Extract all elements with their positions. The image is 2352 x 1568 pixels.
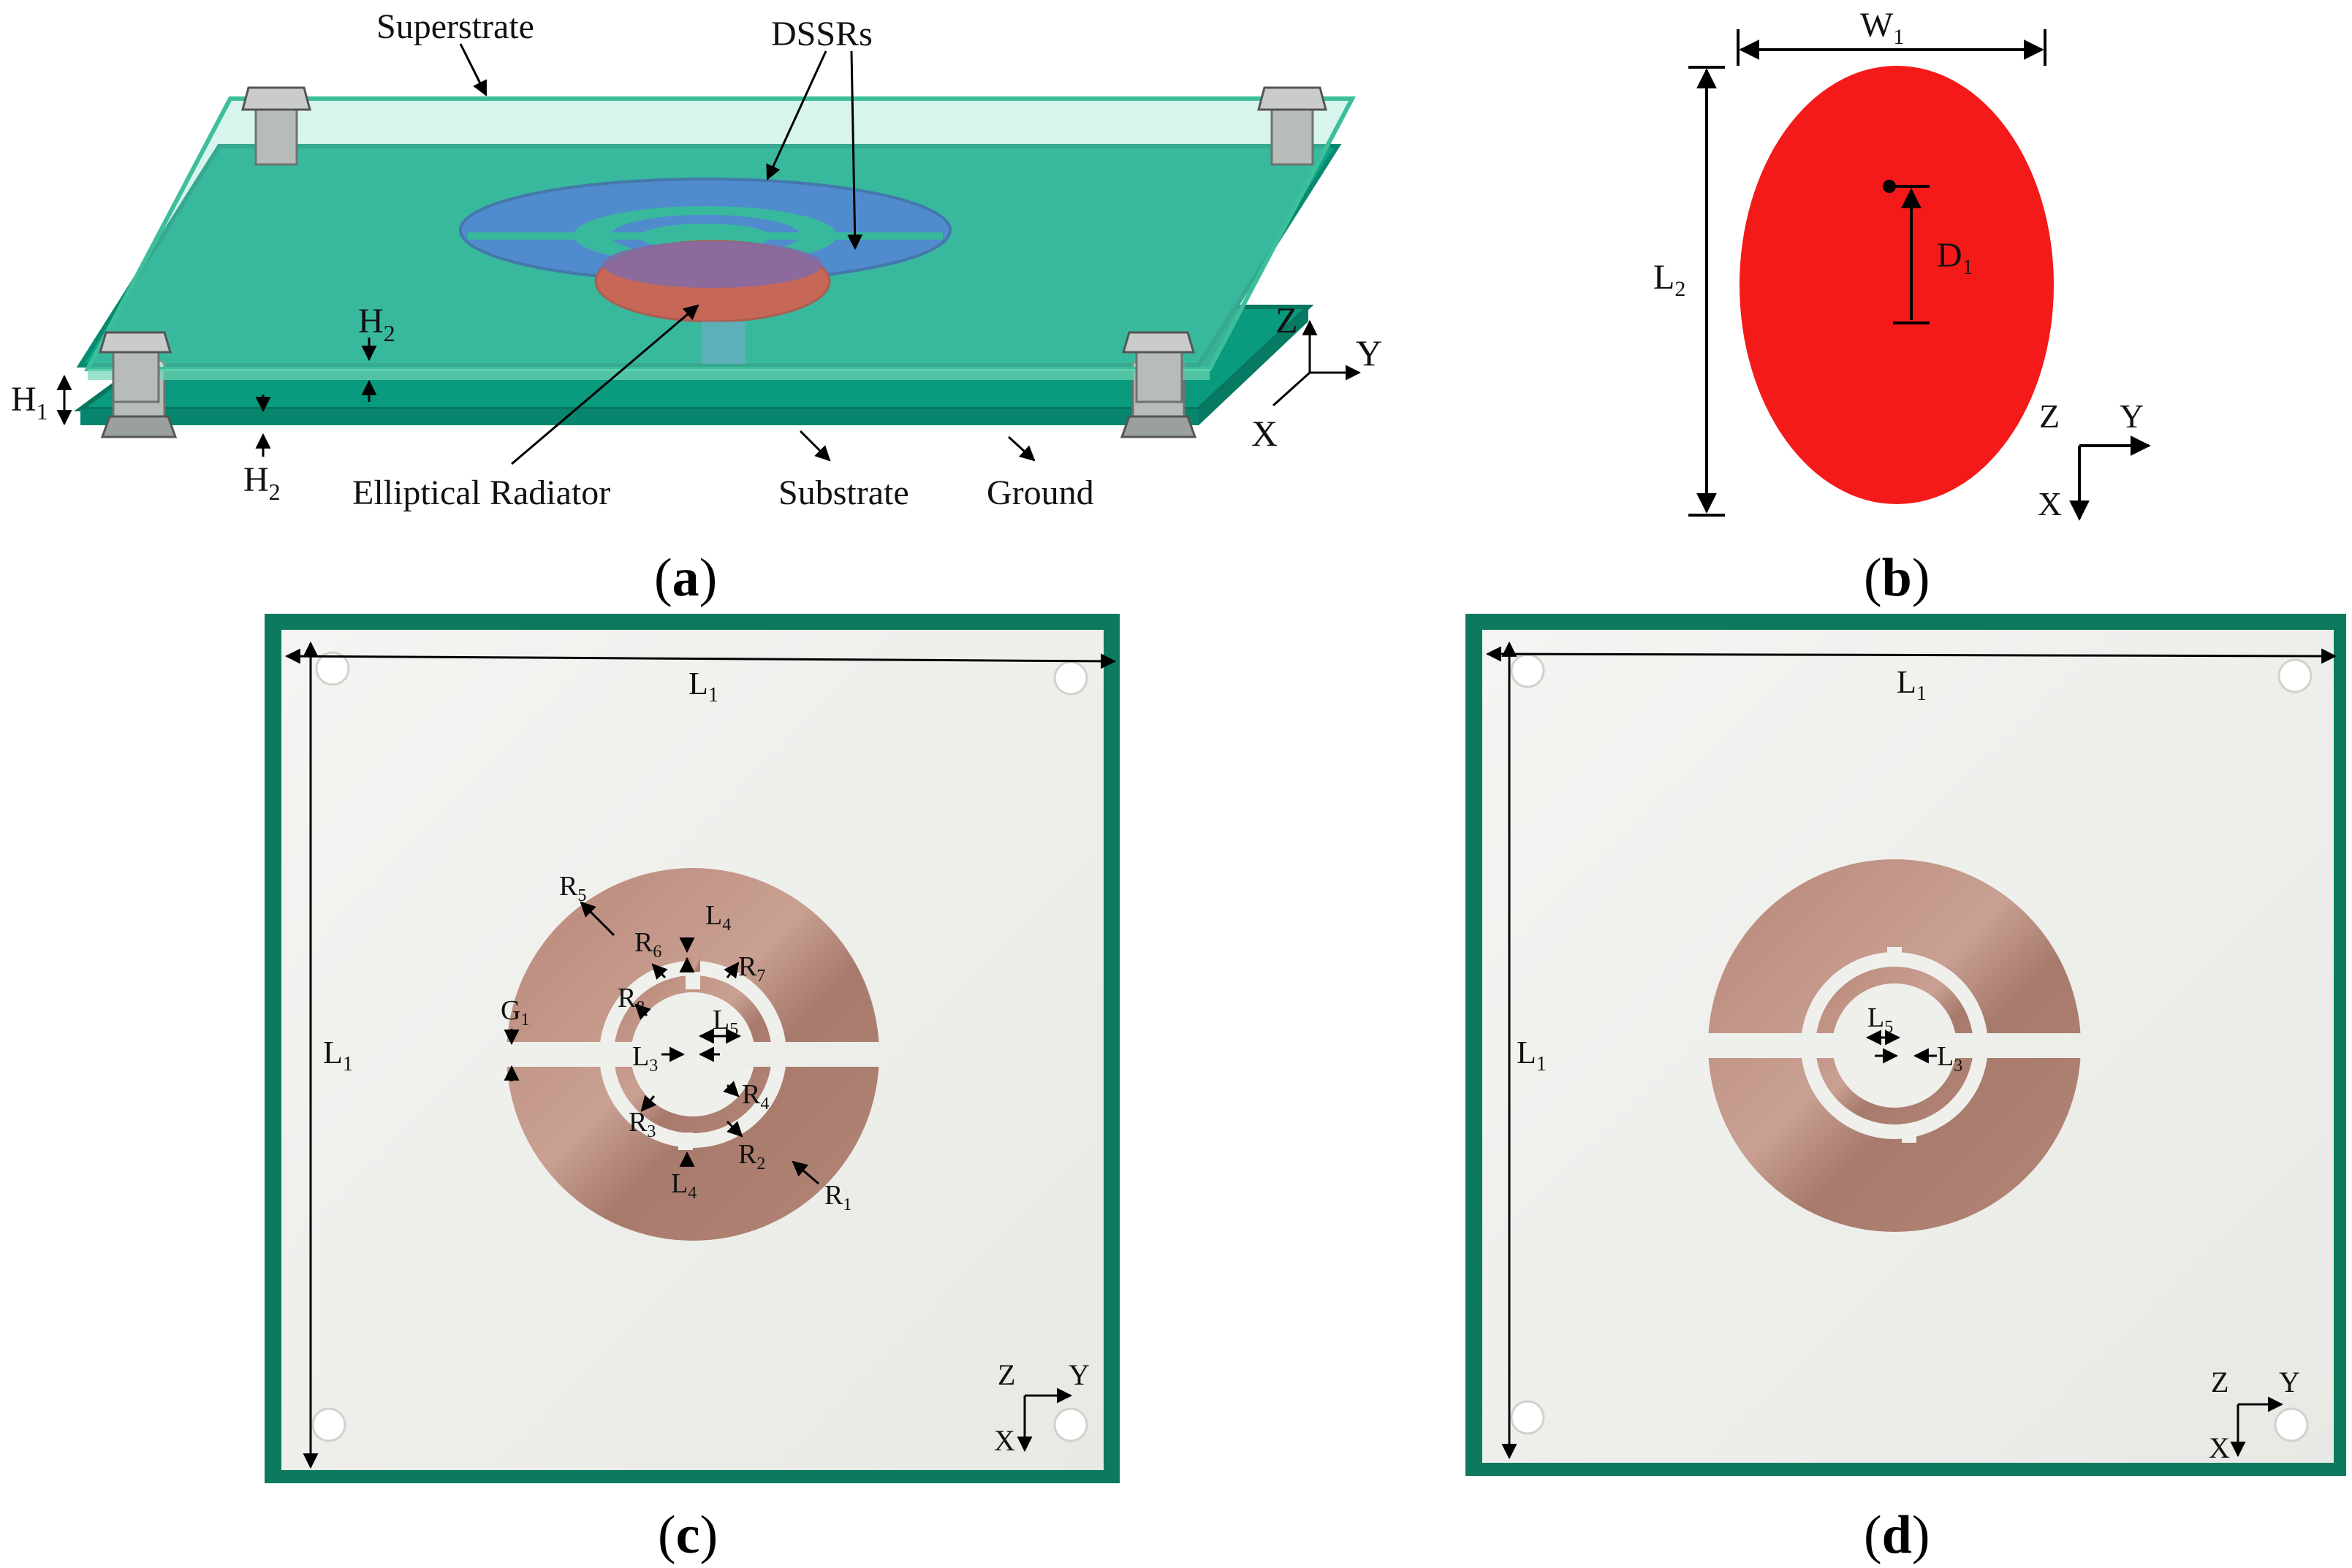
r8-label: R8 (618, 983, 645, 1017)
panel-b: Z Y X W1 L2 D1 (b) (1653, 6, 2151, 608)
ground-label: Ground (987, 473, 1094, 512)
axis-z-label: Z (2039, 397, 2060, 435)
elliptical-patch (1740, 66, 2054, 504)
d1-label: D1 (1937, 236, 1973, 279)
axes-d: Z Y X (2209, 1366, 2300, 1464)
l5-label: L5 (1867, 1002, 1893, 1037)
r2-leader (726, 1120, 743, 1138)
r6-leader (651, 963, 668, 980)
panel-a: Z Y X Superstrate DSSRs Elliptical Radia… (11, 7, 1382, 608)
l1-top-dim (284, 648, 1117, 669)
substrate-label: Substrate (778, 473, 909, 512)
l5-label: L5 (713, 1005, 738, 1039)
axis-y-label: Y (1069, 1358, 1090, 1391)
l4-top-label: L4 (705, 900, 731, 935)
ground-board-edge (80, 409, 1199, 425)
caption-a: (a) (654, 548, 717, 608)
r5-leader (580, 901, 615, 937)
superstrate-glass-edge (88, 369, 1210, 380)
l3-label: L3 (632, 1041, 658, 1076)
bolt-icon (241, 86, 311, 166)
screw-icon (311, 1407, 346, 1442)
dssrs-leader-1 (766, 50, 827, 180)
axis-x-label: X (1251, 413, 1278, 454)
radiator-leader (511, 304, 699, 465)
r1-label: R1 (824, 1180, 851, 1214)
screw-icon (2274, 1407, 2309, 1442)
r6-label: R6 (634, 927, 661, 962)
axis-z-label: Z (1275, 300, 1298, 340)
l2-label: L2 (1653, 258, 1685, 301)
r1-leader (792, 1160, 819, 1185)
h2-top-label: H2 (358, 302, 395, 346)
l1-left-label: L1 (323, 1035, 353, 1076)
screw-icon (1510, 1400, 1545, 1435)
feed-point (1883, 180, 1896, 193)
l1-top-dim (1485, 646, 2337, 664)
axis-z-label: Z (998, 1358, 1015, 1391)
ground-leader (1007, 435, 1036, 462)
l1-top-label: L1 (688, 666, 718, 707)
r4-label: R4 (742, 1079, 769, 1114)
panel-d: L1 L1 L5 L3 Z Y X (d) (1465, 614, 2346, 1565)
r3-leader (640, 1095, 657, 1112)
dssr-copper-c (507, 868, 879, 1241)
axis-x-label: X (994, 1424, 1015, 1457)
bolt-icon (1257, 86, 1327, 166)
g1-label: G1 (501, 995, 529, 1030)
axis-y-label: Y (1356, 332, 1382, 373)
axes-b: Z Y X (2038, 397, 2151, 522)
dssr-copper-d (1708, 859, 2081, 1232)
dssrs-label: DSSRs (771, 15, 873, 53)
h2-bottom-label: H2 (243, 460, 281, 505)
r4-leader (723, 1081, 740, 1097)
axis-x-label: X (2038, 485, 2062, 522)
feed-connector (702, 321, 746, 364)
axes-c: Z Y X (994, 1358, 1090, 1457)
axis-x-label: X (2209, 1431, 2230, 1464)
caption-d: (d) (1864, 1505, 1930, 1565)
axis-y-label: Y (2120, 397, 2144, 435)
w1-label: W1 (1860, 6, 1904, 49)
elliptical-radiator-label: Elliptical Radiator (352, 473, 610, 512)
bolt-icon (98, 331, 172, 403)
radiator-overlap (603, 241, 822, 288)
bolt-icon (1121, 331, 1196, 403)
r7-leader (724, 962, 740, 979)
screw-icon (1510, 653, 1545, 688)
superstrate-leader (459, 43, 488, 96)
screw-icon (2277, 658, 2313, 693)
screw-icon (1053, 661, 1088, 696)
r2-label: R2 (738, 1139, 765, 1173)
screw-icon (1053, 1407, 1088, 1442)
h1-label: H1 (11, 380, 48, 425)
l1-top-label: L1 (1897, 664, 1927, 705)
l1-left-label: L1 (1517, 1035, 1547, 1076)
axes-a: Z Y X (1251, 300, 1382, 454)
l3-label: L3 (1937, 1041, 1962, 1076)
substrate-leader (799, 430, 831, 462)
substrate-side (1199, 307, 1308, 425)
r7-label: R7 (738, 951, 765, 986)
caption-c: (c) (658, 1505, 718, 1565)
r8-leader (634, 1003, 651, 1020)
r5-label: R5 (559, 871, 586, 905)
caption-b: (b) (1864, 548, 1930, 608)
l4-bottom-label: L4 (671, 1168, 697, 1203)
panel-c: L1 L1 R5 R6 R7 R8 L4 L5 L3 G1 R4 R3 R2 R… (265, 614, 1120, 1565)
axis-z-label: Z (2211, 1366, 2228, 1398)
superstrate-label: Superstrate (376, 7, 534, 46)
axis-y-label: Y (2279, 1366, 2300, 1398)
pcb-board-d (1482, 630, 2334, 1463)
dssrs-leader-2 (847, 50, 863, 251)
r3-label: R3 (629, 1107, 656, 1141)
